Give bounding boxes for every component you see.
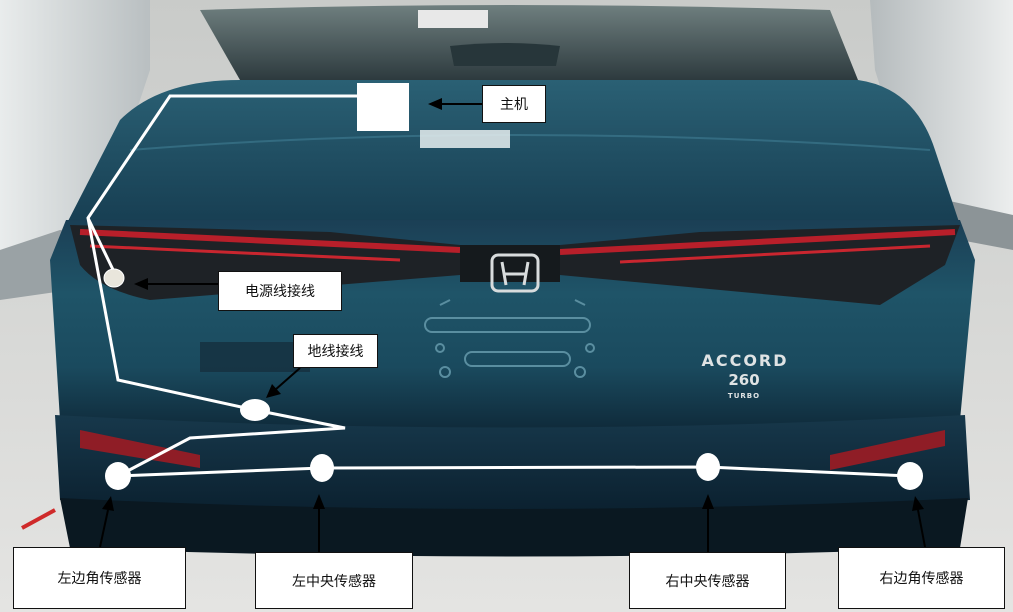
- ground-wire-label: 地线接线: [293, 334, 378, 368]
- left-tail-light-bar: [79, 229, 461, 253]
- floor-tool: [21, 508, 56, 530]
- right-tail-light-bar: [559, 229, 956, 255]
- brand-logo: [490, 253, 540, 293]
- left-center-arrow: [313, 494, 325, 552]
- host-arrow: [428, 98, 482, 110]
- center-trim: [460, 245, 560, 282]
- pointer-arrows: [99, 98, 926, 552]
- model-number-text: 260: [728, 371, 759, 389]
- brake-light-housing: [450, 43, 560, 66]
- right-center-sensor-marker: [696, 453, 720, 481]
- power-wire-label: 电源线接线: [218, 271, 342, 311]
- power-wire-arrow: [134, 278, 218, 290]
- trunk-lid: [66, 80, 960, 225]
- model-badge: ACCORD 260 TURBO: [701, 351, 788, 400]
- host-unit: [357, 83, 409, 131]
- right-center-sensor-label: 右中央传感器: [629, 552, 786, 609]
- neighbor-car-left: [0, 0, 150, 250]
- sensor-chain-cable: [117, 465, 911, 478]
- logo-letter: [500, 261, 530, 286]
- left-corner-sensor-marker: [105, 462, 131, 490]
- model-badge-text: ACCORD: [701, 351, 788, 370]
- right-corner-sensor-marker: [897, 462, 923, 490]
- wiring-overlay: [86, 83, 923, 490]
- sensor-feed-cable: [117, 408, 346, 478]
- window-sticker: [418, 10, 488, 28]
- left-tail-light-bar-2: [89, 244, 401, 262]
- right-reflector: [830, 430, 945, 470]
- license-plate-area: [424, 299, 595, 378]
- trunk-reflection: [420, 130, 510, 148]
- ground-point: [240, 399, 270, 421]
- left-center-sensor-marker: [310, 454, 334, 482]
- left-center-sensor-label: 左中央传感器: [255, 552, 413, 609]
- right-tail-light-bar-2: [619, 244, 931, 264]
- power-tap-point: [103, 268, 125, 288]
- bumper-lower-trim: [60, 498, 968, 557]
- trunk-crease: [129, 134, 931, 151]
- model-sub-text: TURBO: [728, 392, 760, 400]
- left-corner-arrow: [99, 496, 114, 548]
- host-label: 主机: [482, 85, 546, 123]
- ground-wire-arrow: [266, 367, 301, 398]
- neighbor-car-right: [870, 0, 1013, 230]
- right-corner-sensor-label: 右边角传感器: [838, 547, 1005, 609]
- right-center-arrow: [702, 494, 714, 552]
- logo-frame: [490, 253, 540, 293]
- panel-recess: [200, 342, 310, 372]
- rear-bumper: [55, 415, 970, 510]
- left-reflector: [80, 430, 200, 468]
- rear-window: [200, 5, 858, 80]
- right-corner-arrow: [912, 496, 926, 548]
- left-corner-sensor-label: 左边角传感器: [13, 547, 186, 609]
